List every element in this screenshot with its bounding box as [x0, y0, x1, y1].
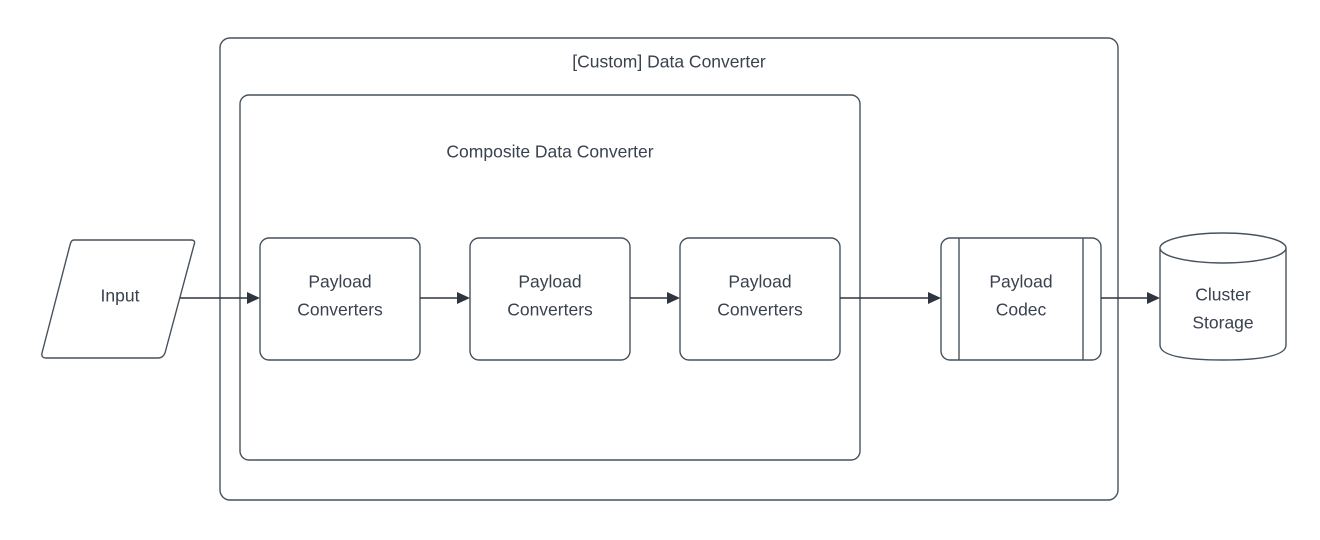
- node-payload-converters-2[interactable]: Payload Converters: [469, 237, 631, 361]
- edge-pc2-to-pc3[interactable]: [630, 292, 680, 304]
- node-payload-converters-1[interactable]: Payload Converters: [259, 237, 421, 361]
- payload-converters-1-box[interactable]: [259, 237, 421, 361]
- payload-codec-box[interactable]: [940, 237, 1102, 361]
- payload-converters-1-label-line1: Payload: [308, 272, 371, 292]
- payload-converters-1-label-line2: Converters: [297, 300, 383, 320]
- payload-codec-label-line1: Payload: [989, 272, 1052, 292]
- edge-pc1-to-pc2[interactable]: [420, 292, 470, 304]
- custom-data-converter-title: [Custom] Data Converter: [572, 52, 766, 72]
- payload-converters-2-label-line1: Payload: [518, 272, 581, 292]
- cluster-storage-label-line2: Storage: [1192, 313, 1253, 333]
- node-payload-codec[interactable]: Payload Codec: [940, 237, 1102, 361]
- container-custom-data-converter[interactable]: [Custom] Data Converter: [219, 37, 1119, 501]
- edge-pc1-to-pc2-arrowhead: [457, 292, 470, 304]
- payload-converters-3-box[interactable]: [679, 237, 841, 361]
- payload-converters-3-label-line1: Payload: [728, 272, 791, 292]
- node-payload-converters-3[interactable]: Payload Converters: [679, 237, 841, 361]
- composite-data-converter-box[interactable]: [239, 94, 861, 461]
- edge-input-to-pc1[interactable]: [180, 292, 260, 304]
- edge-pc2-to-pc3-arrowhead: [667, 292, 680, 304]
- input-parallelogram[interactable]: [41, 239, 196, 359]
- container-composite-data-converter[interactable]: Composite Data Converter: [239, 94, 861, 461]
- payload-converters-2-label-line2: Converters: [507, 300, 593, 320]
- edge-pc3-to-codec-arrowhead: [928, 292, 941, 304]
- payload-converters-2-box[interactable]: [469, 237, 631, 361]
- payload-codec-label-line2: Codec: [996, 300, 1047, 320]
- input-label: Input: [101, 286, 140, 306]
- edge-codec-to-storage-arrowhead: [1147, 292, 1160, 304]
- edge-pc3-to-codec[interactable]: [840, 292, 941, 304]
- node-cluster-storage[interactable]: Cluster Storage: [1159, 232, 1287, 361]
- node-input[interactable]: Input: [41, 239, 196, 359]
- custom-data-converter-box[interactable]: [219, 37, 1119, 501]
- cluster-storage-body[interactable]: [1159, 247, 1287, 361]
- cluster-storage-label-line1: Cluster: [1195, 285, 1251, 305]
- composite-data-converter-title: Composite Data Converter: [446, 142, 653, 162]
- cluster-storage-top-ellipse: [1159, 232, 1287, 264]
- edge-input-to-pc1-arrowhead: [247, 292, 260, 304]
- edge-codec-to-storage[interactable]: [1101, 292, 1160, 304]
- payload-converters-3-label-line2: Converters: [717, 300, 803, 320]
